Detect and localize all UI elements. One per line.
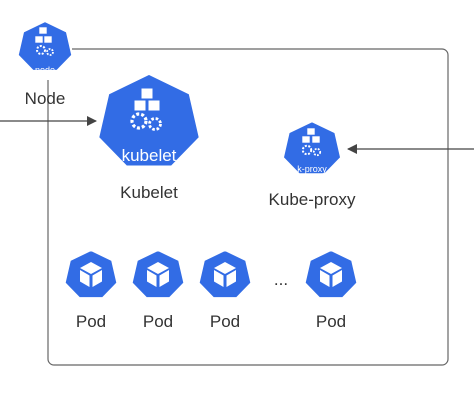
node-label: Node [24, 89, 66, 108]
node-icon-text: node [35, 65, 55, 75]
kube-proxy-icon: k-proxy [281, 120, 343, 176]
node-boundary [47, 48, 449, 366]
node-icon: node [16, 20, 74, 80]
pod-label: Pod [75, 312, 107, 331]
pod-label: Pod [315, 312, 347, 331]
pod-icon [303, 249, 359, 299]
kube-proxy-icon-text: k-proxy [297, 164, 327, 174]
pod-icon [197, 249, 253, 299]
kubelet-icon-text: kubelet [122, 146, 177, 165]
pod-icon [63, 249, 119, 299]
kubelet-icon: kubelet [95, 71, 203, 169]
pod-icon [130, 249, 186, 299]
kubelet-label: Kubelet [120, 183, 178, 202]
kube-proxy-label: Kube-proxy [268, 190, 356, 209]
pod-label: Pod [142, 312, 174, 331]
ellipsis: ... [273, 270, 289, 289]
pod-label: Pod [209, 312, 241, 331]
